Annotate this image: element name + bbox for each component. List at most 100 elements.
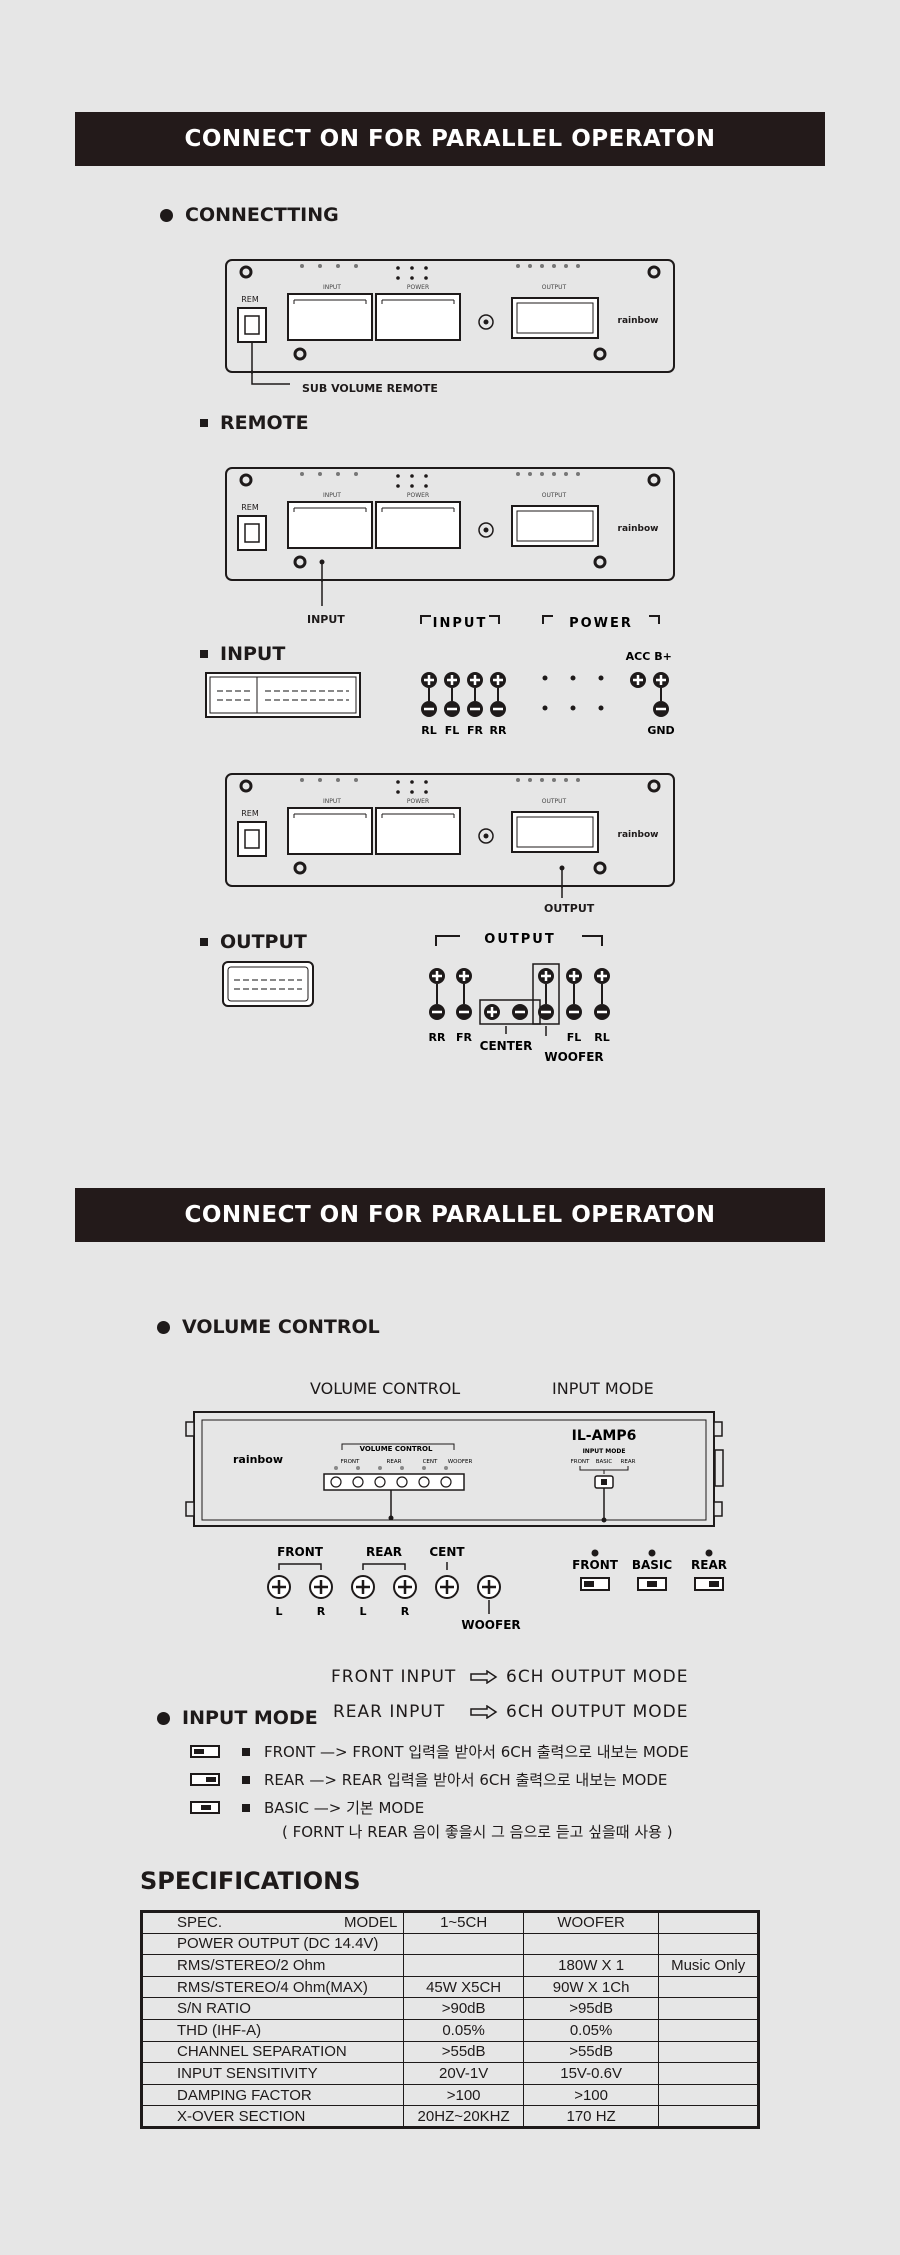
spec-row: S/N RATIO>90dB>95dB: [140, 1997, 759, 2020]
pin-label-rl: RL: [421, 724, 436, 737]
spec-label-cell: X-OVER SECTION: [140, 2105, 405, 2128]
knob-rear-r: R: [401, 1605, 410, 1618]
bullet-square: [242, 1747, 250, 1756]
output-pinout: OUTPUT RR FR FL RL CENTER WOOFER: [429, 932, 610, 1064]
out-pin-rl: RL: [594, 1031, 609, 1044]
spec-cell: 90W X 1Ch: [522, 1975, 660, 1999]
spec-header-model: MODEL: [344, 1914, 398, 1932]
spec-cell: 20V-1V: [403, 2062, 524, 2085]
input-connector-icon: [205, 672, 361, 718]
switch-rear-label: REAR: [691, 1558, 727, 1572]
panel-mode-front: FRONT: [571, 1459, 590, 1465]
spec-cell: >95dB: [522, 1997, 660, 2020]
amp-panel-output: REM INPUT POWER OUTPUT rainbow: [225, 773, 675, 888]
spec-cell: [403, 1954, 524, 1977]
mode-line-1-right: 6CH OUTPUT MODE: [506, 1667, 689, 1687]
sub-volume-remote-label: SUB VOLUME REMOTE: [302, 382, 438, 395]
spec-cell: [658, 1975, 759, 1999]
spec-cell: >55dB: [522, 2040, 660, 2064]
bullet-dot: [160, 208, 173, 222]
mode-line-2-right: 6CH OUTPUT MODE: [506, 1702, 689, 1722]
output-callout-label: OUTPUT: [544, 902, 595, 915]
input-group-title: INPUT: [433, 616, 488, 631]
spec-label-cell: THD (IHF-A): [140, 2018, 405, 2042]
input-mode-switches: FRONT BASIC REAR: [572, 1549, 727, 1591]
bullet-dot: [157, 1711, 170, 1725]
bullet-square: [200, 650, 208, 658]
section2-banner: CONNECT ON FOR PARALLEL OPERATON: [75, 1188, 825, 1242]
panel-input-label: INPUT: [323, 492, 341, 499]
knob-group-cent: CENT: [429, 1545, 465, 1559]
spec-header-spec: SPEC.: [177, 1914, 223, 1932]
legend-basic: BASIC —> 기본 MODE: [190, 1797, 424, 1818]
knob-front-l: L: [275, 1605, 282, 1618]
legend-note: ( FORNT 나 REAR 음이 좋을시 그 음으로 듣고 싶을때 사용 ): [282, 1823, 673, 1841]
panel-input-mode-label: INPUT MODE: [583, 1448, 626, 1455]
panel-mode-basic: BASIC: [596, 1459, 613, 1465]
amp-side-panel: rainbow VOLUME CONTROL FRONT REAR CENT W…: [185, 1411, 724, 1527]
mode-line-1-left: FRONT INPUT: [331, 1667, 457, 1687]
spec-label-cell: RMS/STEREO/4 Ohm(MAX): [140, 1975, 405, 1999]
amp-panel-connecting: REM INPUT POWER OUTPUT rainbow: [225, 259, 675, 374]
bullet-square: [242, 1775, 250, 1784]
spec-cell: Music Only: [658, 1954, 759, 1977]
spec-cell: 180W X 1: [522, 1954, 660, 1977]
knob-front-r: R: [317, 1605, 326, 1618]
switch-front-icon: [190, 1745, 220, 1758]
panel-vc-woofer: WOOFER: [448, 1459, 473, 1465]
spec-cell: [658, 2105, 759, 2128]
rem-label: REM: [241, 295, 259, 304]
spec-cell: 15V-0.6V: [522, 2062, 660, 2085]
spec-row: POWER OUTPUT (DC 14.4V): [140, 1932, 759, 1956]
knob-group-rear: REAR: [366, 1545, 402, 1559]
spec-label-cell: CHANNEL SEPARATION: [140, 2040, 405, 2064]
input-mode-title: INPUT MODE: [552, 1379, 654, 1398]
specs-title: SPECIFICATIONS: [140, 1867, 361, 1895]
spec-cell: >55dB: [403, 2040, 524, 2064]
side-brand-logo: rainbow: [233, 1453, 283, 1466]
legend-front: FRONT —> FRONT 입력을 받아서 6CH 출력으로 내보는 MODE: [190, 1741, 689, 1762]
vc-title: VOLUME CONTROL: [310, 1379, 461, 1398]
bullet-dot: [157, 1320, 170, 1334]
spec-cell: 170 HZ: [522, 2105, 660, 2128]
spec-cell: WOOFER: [522, 1911, 660, 1934]
output-connector-icon: [222, 961, 314, 1007]
out-pin-fr: FR: [456, 1031, 473, 1044]
spec-label-cell: INPUT SENSITIVITY: [140, 2062, 405, 2085]
spec-header-cell: SPEC. MODEL: [140, 1911, 405, 1934]
spec-cell: 1~5CH: [403, 1911, 524, 1934]
arrow-right-icon: [470, 1670, 498, 1684]
spec-row: CHANNEL SEPARATION>55dB>55dB: [140, 2040, 759, 2064]
out-pin-fl: FL: [567, 1031, 582, 1044]
pin-label-rr: RR: [490, 724, 507, 737]
input-callout-label: INPUT: [307, 613, 345, 626]
spec-label-cell: DAMPING FACTOR: [140, 2083, 405, 2107]
power-group-title: POWER: [569, 616, 633, 631]
spec-cell: [658, 1932, 759, 1956]
knob-rear-l: L: [359, 1605, 366, 1618]
volume-knobs: FRONT REAR CENT L R L R WOOFER: [267, 1545, 521, 1632]
spec-cell: >100: [522, 2083, 660, 2107]
panel-power-label: POWER: [407, 284, 429, 291]
spec-cell: [403, 1932, 524, 1956]
spec-cell: 0.05%: [403, 2018, 524, 2042]
panel-vc-label: VOLUME CONTROL: [360, 1445, 433, 1453]
arrow-right-icon: [470, 1705, 498, 1719]
heading-volume-control: VOLUME CONTROL: [157, 1316, 380, 1338]
spec-cell: [658, 2018, 759, 2042]
spec-cell: >90dB: [403, 1997, 524, 2020]
bullet-square: [200, 419, 208, 427]
spec-cell: [658, 1911, 759, 1934]
spec-cell: [658, 2040, 759, 2064]
switch-front-label: FRONT: [572, 1558, 619, 1572]
gnd-label: GND: [647, 724, 674, 737]
bullet-square: [200, 938, 208, 946]
spec-cell: [658, 2083, 759, 2107]
heading-output: OUTPUT: [200, 931, 307, 953]
panel-vc-rear: REAR: [387, 1459, 402, 1465]
rem-label: REM: [241, 503, 259, 512]
